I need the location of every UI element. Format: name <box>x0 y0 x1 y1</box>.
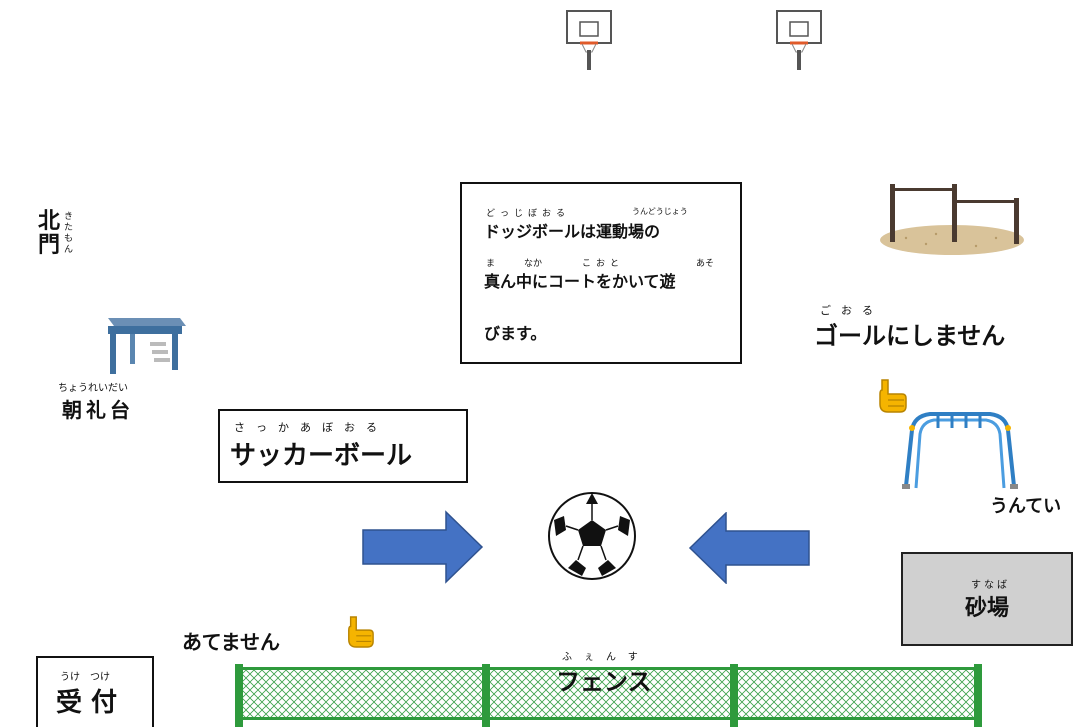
fence-icon <box>235 664 982 727</box>
info-line: ドッジボールは運動場の <box>484 222 661 241</box>
dodgeball-info-box: どっじぼおる うんどうじょう ドッジボールは運動場の ま なか こおと あそ 真… <box>460 182 742 364</box>
no-goal-label: ゴールにしません <box>814 322 1006 350</box>
basketball-hoop-icon <box>776 10 822 70</box>
info-line: 真ん中にコートをかいて遊 <box>484 272 676 291</box>
north-gate-label: 北門 <box>38 209 61 258</box>
soccer-ball-furigana: さっかあぼおる <box>234 421 388 434</box>
info-furigana: うんどうじょう <box>632 207 688 216</box>
pointing-hand-icon <box>879 379 907 413</box>
soccer-ball-icon <box>548 492 636 580</box>
reception-box: うけ つけ 受 付 <box>36 656 154 727</box>
info-line: びます。 <box>484 324 547 343</box>
sandbox-label: 砂場 <box>965 596 1010 621</box>
info-furigana: なか <box>524 259 543 269</box>
arrow-left-icon <box>688 512 810 584</box>
basketball-hoop-icon <box>566 10 612 70</box>
north-gate-furigana: きたもん <box>64 212 74 255</box>
assembly-stand-label: 朝礼台 <box>62 398 134 422</box>
arrow-right-icon <box>362 510 484 584</box>
assembly-stand-furigana: ちょうれいだい <box>58 383 128 394</box>
info-furigana: どっじぼおる <box>486 209 571 219</box>
sandbox-area: すなば 砂場 <box>901 552 1073 646</box>
sandbox-furigana: すなば <box>971 580 1010 591</box>
no-goal-furigana: ごおる <box>820 304 883 317</box>
info-furigana: あそ <box>696 259 715 269</box>
horizontal-bars-icon <box>880 184 1024 255</box>
soccer-ball-label-box: さっかあぼおる サッカーボール <box>218 409 468 483</box>
pointing-hand-icon <box>348 616 374 648</box>
dont-hit-label: あてません <box>182 630 280 654</box>
assembly-stand-icon <box>108 318 186 374</box>
monkey-bars-icon <box>902 412 1018 489</box>
reception-furigana: うけ つけ <box>60 672 110 683</box>
soccer-ball-label: サッカーボール <box>230 441 413 471</box>
reception-label: 受 付 <box>56 688 118 718</box>
info-furigana: ま <box>486 259 496 269</box>
fence-furigana: ふぇんす <box>562 652 650 663</box>
monkey-bars-label: うんてい <box>990 496 1062 517</box>
info-furigana: こおと <box>582 259 625 269</box>
fence-label: フェンス <box>556 668 652 696</box>
